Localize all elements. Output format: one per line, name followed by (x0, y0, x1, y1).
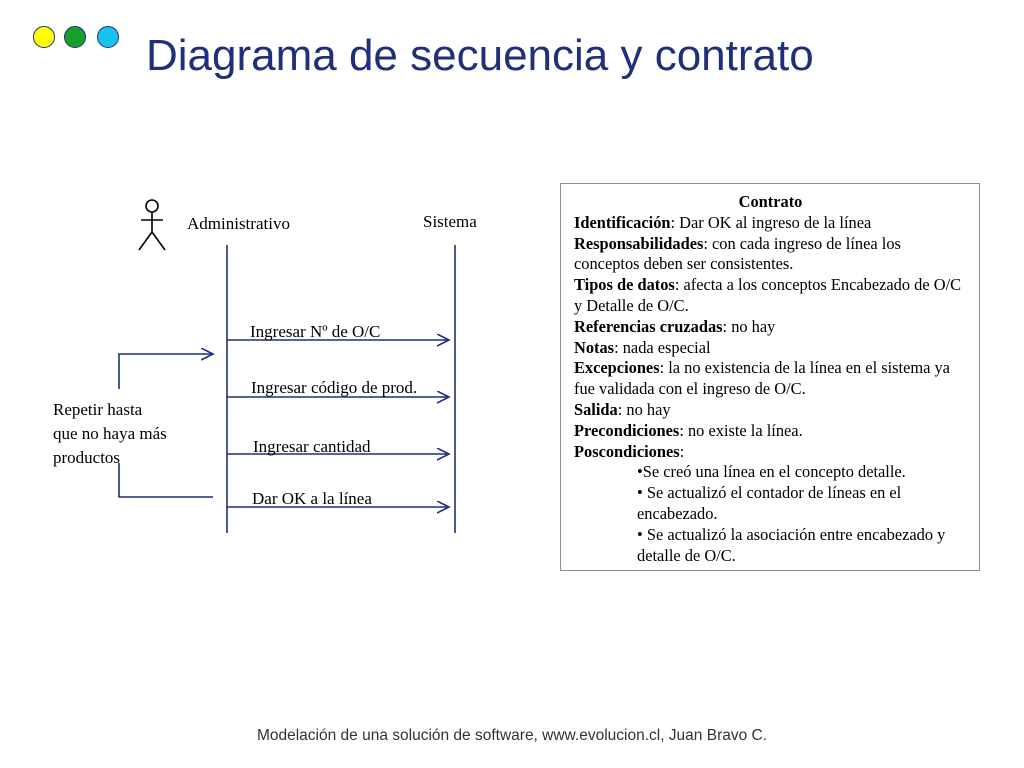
message-label-2: Ingresar código de prod. (251, 378, 418, 397)
contract-responsabilidades: Responsabilidades: con cada ingreso de l… (574, 234, 967, 276)
contract-referencias: Referencias cruzadas: no hay (574, 317, 967, 338)
actor-icon (138, 199, 166, 251)
field-value: : nada especial (614, 337, 711, 357)
field-label: Responsabilidades (574, 233, 704, 253)
field-value: : Dar OK al ingreso de la línea (670, 212, 872, 232)
page-title: Diagrama de secuencia y contrato (146, 31, 814, 80)
field-label: Poscondiciones (574, 441, 680, 461)
field-label: Salida (574, 399, 618, 419)
field-value: : la no existencia de la línea en el sis… (574, 358, 950, 399)
field-label: Referencias cruzadas (574, 316, 723, 336)
message-label-1: Ingresar Nº de O/C (250, 322, 381, 341)
contract-notas: Notas: nada especial (574, 338, 967, 359)
field-label: Excepciones (574, 358, 660, 378)
poscondicion-item: • Se actualizó la asociación entre encab… (637, 524, 946, 565)
contract-precondiciones: Precondiciones: no existe la línea. (574, 421, 967, 442)
field-value: : con cada ingreso de línea los concepto… (574, 233, 901, 274)
poscondicion-item: • Se actualizó el contador de líneas en … (637, 483, 902, 523)
green-dot-icon (64, 26, 86, 48)
actor-label: Administrativo (187, 214, 290, 233)
system-label: Sistema (423, 212, 477, 231)
cyan-dot-icon (97, 26, 119, 48)
field-label: Tipos de datos (574, 275, 675, 295)
field-value: : no hay (722, 316, 776, 336)
contract-identificacion: Identificación: Dar OK al ingreso de la … (574, 213, 967, 234)
field-value: : (679, 441, 685, 461)
field-label: Notas (574, 337, 615, 357)
contract-heading: Contrato (738, 192, 803, 211)
field-value: : afecta a los conceptos Encabezado de O… (574, 275, 962, 315)
contract-box: Contrato Identificación: Dar OK al ingre… (560, 183, 980, 571)
poscondicion-item: •Se creó una línea en el concepto detall… (637, 462, 906, 482)
message-label-3: Ingresar cantidad (253, 437, 371, 456)
loop-label: Repetir hasta que no haya más productos (53, 398, 167, 470)
contract-salida: Salida: no hay (574, 400, 967, 421)
loop-label-line: productos (53, 448, 121, 467)
contract-tipos-de-datos: Tipos de datos: afecta a los conceptos E… (574, 275, 967, 317)
footer-credit: Modelación de una solución de software, … (256, 727, 768, 744)
yellow-dot-icon (33, 26, 55, 48)
contract-poscondiciones: Poscondiciones: (574, 442, 967, 463)
contract-excepciones: Excepciones: la no existencia de la líne… (574, 358, 967, 400)
loop-arrow (118, 354, 213, 389)
field-label: Precondiciones (574, 420, 680, 440)
field-label: Identificación (574, 212, 671, 232)
message-label-4: Dar OK a la línea (252, 489, 372, 508)
field-value: : no hay (617, 399, 671, 419)
loop-label-line: que no haya más (53, 424, 167, 443)
loop-return-line (118, 463, 213, 498)
field-value: : no existe la línea. (679, 420, 803, 440)
loop-label-line: Repetir hasta (53, 400, 143, 419)
